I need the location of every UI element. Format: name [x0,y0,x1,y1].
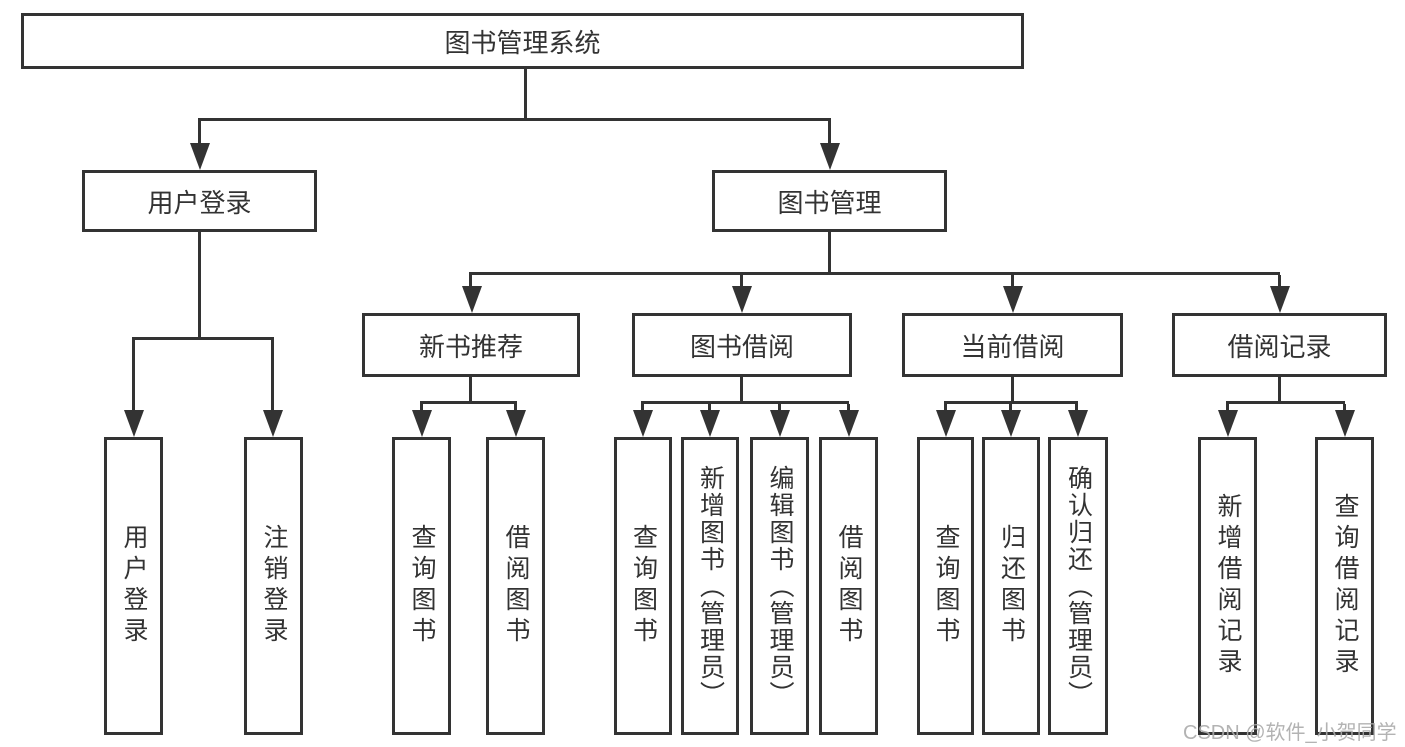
arrowhead-g2l2 [506,410,526,437]
arrowhead-g3l1 [633,410,653,437]
arrowhead-g3l3 [770,410,790,437]
arrowhead-borrow [732,286,752,313]
leaf-confirm-return-admin: 确认归还（管理员） [1048,437,1108,735]
connector-stem-g3l3 [778,404,781,414]
connector-root-hbar [198,118,831,121]
connector-bookmgmt-vline [828,232,831,275]
arrowhead-leaf-logout [263,410,283,437]
connector-stem-g2l2 [514,404,517,414]
connector-current-hbar [944,401,1078,404]
leaf-add-books-admin: 新增图书（管理员） [681,437,739,735]
leaf-add-borrow-record: 新增借阅记录 [1198,437,1257,735]
connector-current-vline [1011,377,1014,404]
arrowhead-g4l3 [1068,410,1088,437]
leaf-query-borrow-record: 查询借阅记录 [1315,437,1374,735]
connector-stem-newbook [469,275,472,289]
connector-borrow-hbar [641,401,849,404]
leaf-edit-books-admin: 编辑图书（管理员） [750,437,809,735]
connector-newbook-hbar [420,401,517,404]
connector-borrow-vline [740,377,743,404]
arrowhead-g4l2 [1001,410,1021,437]
arrowhead-g3l2 [700,410,720,437]
connector-stem-g3l4 [847,404,850,414]
node-book-management: 图书管理 [712,170,947,232]
arrowhead-g4l1 [936,410,956,437]
arrowhead-g2l1 [412,410,432,437]
csdn-watermark: CSDN @软件_小贺同学 [1183,722,1397,744]
leaf-query-books-2: 查询图书 [614,437,672,735]
connector-stem-records [1278,275,1281,289]
connector-stem-g3l1 [641,404,644,414]
leaf-return-books: 归还图书 [982,437,1040,735]
arrowhead-book-mgmt [820,143,840,170]
arrowhead-g3l4 [839,410,859,437]
connector-bookmgmt-hbar [469,272,1280,275]
leaf-logout: 注销登录 [244,437,303,735]
connector-stem-leaf-logout [271,340,274,412]
connector-stem-borrow [740,275,743,289]
node-borrowing-records: 借阅记录 [1172,313,1387,377]
connector-stem-g4l2 [1009,404,1012,414]
connector-newbook-vline [469,377,472,404]
leaf-query-books-3: 查询图书 [917,437,974,735]
arrowhead-records [1270,286,1290,313]
leaf-user-login: 用户登录 [104,437,163,735]
connector-root-vline [524,69,527,121]
connector-records-vline [1278,377,1281,404]
connector-stem-book-mgmt [828,121,831,146]
connector-stem-g3l2 [708,404,711,414]
arrowhead-current [1003,286,1023,313]
connector-stem-g2l1 [420,404,423,414]
node-current-borrowing: 当前借阅 [902,313,1123,377]
connector-records-hbar [1226,401,1345,404]
connector-stem-g4l1 [944,404,947,414]
node-user-login: 用户登录 [82,170,317,232]
arrowhead-g5l2 [1335,410,1355,437]
connector-stem-leaf-login [132,340,135,412]
arrowhead-leaf-login [124,410,144,437]
leaf-borrow-books-2: 借阅图书 [819,437,878,735]
leaf-borrow-books-1: 借阅图书 [486,437,545,735]
arrowhead-newbook [462,286,482,313]
node-book-borrowing: 图书借阅 [632,313,852,377]
node-root: 图书管理系统 [21,13,1024,69]
connector-stem-g5l2 [1343,404,1346,414]
connector-stem-user-login [198,121,201,146]
connector-stem-g5l1 [1226,404,1229,414]
connector-userlogin-hbar [132,337,274,340]
connector-stem-current [1011,275,1014,289]
arrowhead-g5l1 [1218,410,1238,437]
connector-userlogin-vline [198,232,201,337]
arrowhead-user-login [190,143,210,170]
connector-stem-g4l3 [1075,404,1078,414]
node-new-book-recommend: 新书推荐 [362,313,580,377]
leaf-query-books-1: 查询图书 [392,437,451,735]
